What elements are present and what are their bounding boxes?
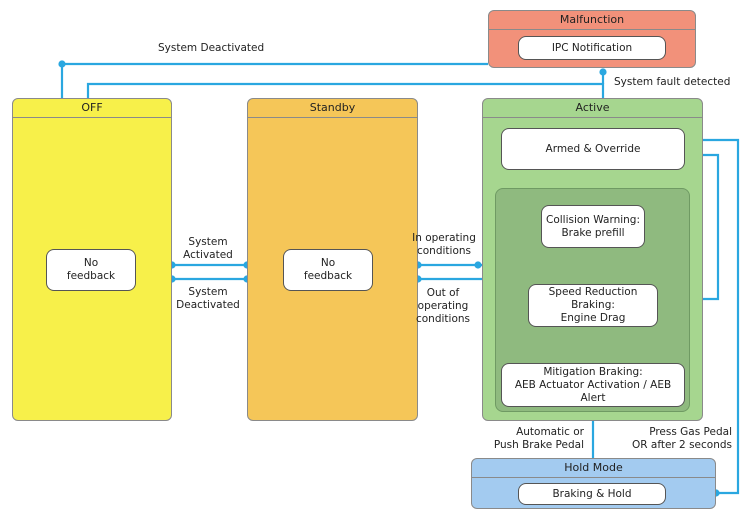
- collision-warning-box: Collision Warning: Brake prefill: [541, 205, 645, 248]
- state-hold-title: Hold Mode: [472, 459, 715, 478]
- off-no-feedback-box: No feedback: [46, 249, 136, 291]
- braking-hold-box: Braking & Hold: [518, 483, 666, 505]
- armed-override-box: Armed & Override: [501, 128, 685, 170]
- label-system-activated: System Activated: [183, 236, 233, 261]
- label-gas-pedal: Press Gas Pedal OR after 2 seconds: [631, 426, 732, 451]
- state-standby-title: Standby: [248, 99, 417, 118]
- label-in-operating-conditions: In operating conditions: [412, 232, 476, 257]
- standby-no-feedback-box: No feedback: [283, 249, 373, 291]
- connector-active-to-bus: [86, 82, 605, 98]
- label-system-deactivated: System Deactivated: [176, 286, 240, 311]
- connector-malfunction-to-off: [60, 62, 488, 98]
- state-malfunction-title: Malfunction: [489, 11, 695, 30]
- label-automatic-brake-pedal: Automatic or Push Brake Pedal: [493, 426, 584, 451]
- state-off: OFF: [12, 98, 172, 421]
- label-out-of-operating-conditions: Out of operating conditions: [415, 287, 471, 325]
- state-active-title: Active: [483, 99, 702, 118]
- speed-reduction-box: Speed Reduction Braking: Engine Drag: [528, 284, 658, 327]
- state-off-title: OFF: [13, 99, 171, 118]
- label-system-deactivated-top: System Deactivated: [158, 42, 265, 54]
- label-system-fault-detected: System fault detected: [614, 76, 731, 88]
- ipc-notification-box: IPC Notification: [518, 36, 666, 60]
- connector-hold-to-armed: [685, 138, 740, 495]
- mitigation-braking-box: Mitigation Braking: AEB Actuator Activat…: [501, 363, 685, 407]
